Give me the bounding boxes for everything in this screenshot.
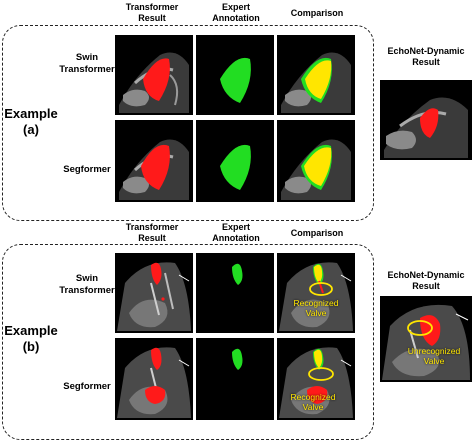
row-label-swin-a: Swin Transformer [59,52,115,75]
segformer-b-expert-annotation-image [196,338,274,420]
swin-a-transformer-result-image [115,35,193,115]
swin-a-comparison-image [277,35,355,115]
example-a-label: Example (a) [4,106,58,137]
segformer-b-transformer-result-image [115,338,193,420]
echonet-a-result-image [380,80,472,160]
header-transformer-result-a: Transformer Result [125,2,179,23]
segformer-a-expert-annotation-image [196,120,274,202]
swin-a-expert-annotation-image [196,35,274,115]
swin-b-comparison-image [277,253,355,333]
segformer-a-transformer-result-image [115,120,193,202]
row-label-swin-b: Swin Transformer [59,273,115,296]
example-b-panel [2,244,374,440]
swin-b-expert-annotation-image [196,253,274,333]
echonet-b-unrecognized-valve-note: Unrecognized Valve [407,346,461,366]
example-b-label: Example (b) [4,323,58,354]
header-comparison-a: Comparison [290,8,344,18]
segformer-b-recognized-valve-note: Recognized Valve [290,392,336,412]
swin-b-recognized-valve-note: Recognized Valve [293,298,339,318]
swin-b-transformer-result-image [115,253,193,333]
echonet-b-result-image [380,296,472,382]
header-comparison-b: Comparison [290,228,344,238]
example-a-panel [2,25,374,221]
row-label-segformer-a: Segformer [63,164,111,175]
row-label-segformer-b: Segformer [63,381,111,392]
echonet-title-a: EchoNet-Dynamic Result [387,46,465,67]
header-expert-annotation-a: Expert Annotation [212,2,260,23]
header-transformer-result-b: Transformer Result [125,222,179,243]
segformer-a-comparison-image [277,120,355,202]
echonet-title-b: EchoNet-Dynamic Result [387,270,465,291]
segformer-b-comparison-image [277,338,355,420]
header-expert-annotation-b: Expert Annotation [212,222,260,243]
